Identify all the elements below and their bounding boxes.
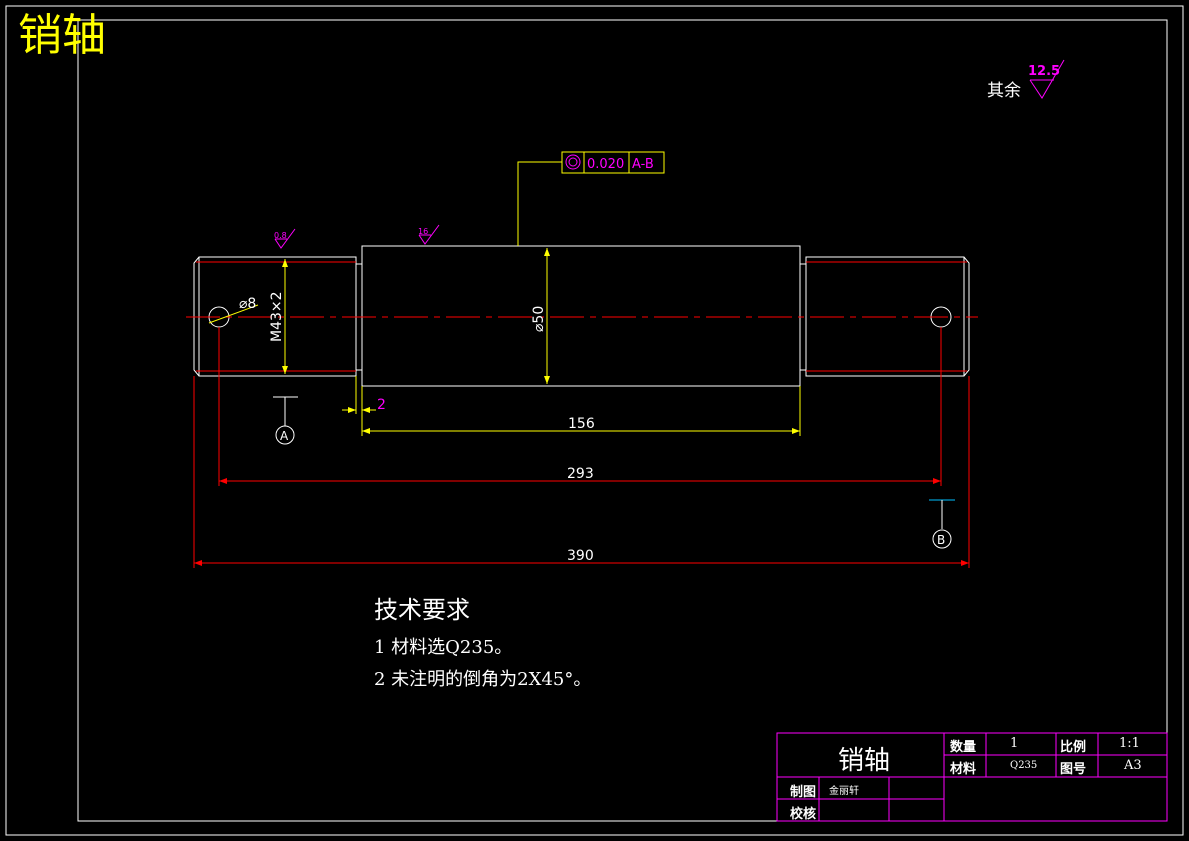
tolerance-datum: A-B xyxy=(632,157,654,172)
dim-hole: ⌀8 xyxy=(239,296,256,312)
roughness-symbol-mid: 16 xyxy=(418,224,440,245)
tb-scale-value: 1:1 xyxy=(1119,736,1140,751)
inner-frame xyxy=(77,19,1168,822)
dimension-texts: ⌀8 M43×2 ⌀50 156 293 390 2 xyxy=(239,291,595,564)
roughness-symbol-left: 0.8 xyxy=(274,228,296,249)
tb-material-label: 材料 xyxy=(950,762,977,777)
svg-text:A: A xyxy=(280,429,289,443)
svg-text:B: B xyxy=(937,533,945,547)
tb-qty-label: 数量 xyxy=(950,740,977,755)
roughness-other-label: 其余 xyxy=(987,81,1021,101)
svg-text:0.8: 0.8 xyxy=(274,231,287,240)
corner-title: 销轴 xyxy=(18,10,106,61)
red-dimension-lines xyxy=(193,327,970,568)
concentricity-icon xyxy=(565,154,581,170)
title-block xyxy=(776,732,1168,822)
tb-part-name: 销轴 xyxy=(838,746,891,776)
datum-a: A xyxy=(273,396,298,445)
thread-lines xyxy=(196,261,967,372)
tolerance-value: 0.020 xyxy=(587,157,624,172)
svg-text:16: 16 xyxy=(418,227,428,236)
tolerance-frame: 0.020 A-B xyxy=(561,151,665,174)
outer-frame xyxy=(5,5,1184,836)
tech-item-1: 1 材料选Q235。 xyxy=(374,637,513,658)
dimension-lines xyxy=(208,161,801,436)
tech-heading: 技术要求 xyxy=(374,596,470,624)
dim-total-length: 390 xyxy=(567,548,594,564)
roughness-symbol-other: 12.5 xyxy=(1028,59,1065,99)
tb-checked-label: 校核 xyxy=(790,807,817,822)
tb-drawn-label: 制图 xyxy=(790,785,817,800)
tb-drawing-no-value: A3 xyxy=(1124,758,1142,773)
tech-item-2: 2 未注明的倒角为2X45°。 xyxy=(374,669,592,690)
tb-qty-value: 1 xyxy=(1010,736,1019,751)
datum-b: B xyxy=(929,499,955,549)
dim-thread: M43×2 xyxy=(269,291,285,342)
svg-text:12.5: 12.5 xyxy=(1028,64,1060,79)
tb-material-value: Q235 xyxy=(1010,760,1038,771)
dim-diameter-mid: ⌀50 xyxy=(531,306,547,332)
tb-drawn-value: 金丽轩 xyxy=(829,786,859,797)
dim-mid-length: 156 xyxy=(568,416,595,432)
dim-hole-spacing: 293 xyxy=(567,466,594,482)
technical-requirements: 技术要求 1 材料选Q235。 2 未注明的倒角为2X45°。 xyxy=(374,590,591,697)
tb-scale-label: 比例 xyxy=(1060,740,1087,755)
shaft-outline xyxy=(193,245,970,387)
dim-shoulder-gap: 2 xyxy=(377,397,386,413)
tb-drawing-no-label: 图号 xyxy=(1060,762,1087,777)
